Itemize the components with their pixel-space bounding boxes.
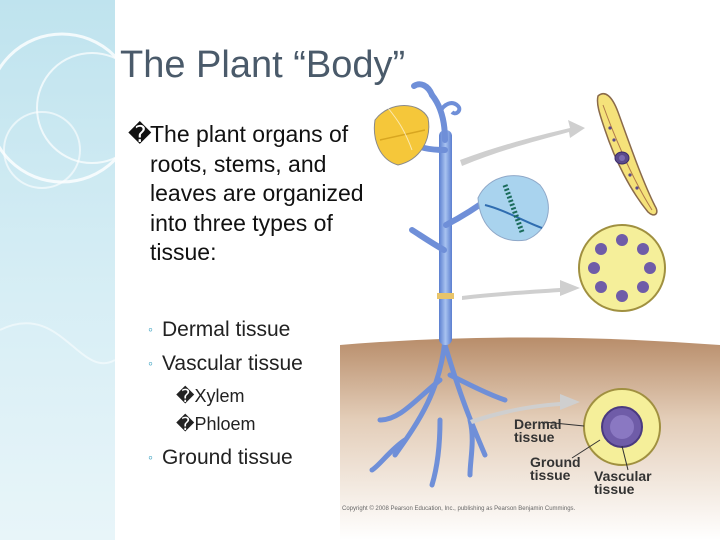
sub-bullet-ground: ◦ Ground tissue <box>148 446 293 470</box>
subsub-bullet-xylem: �Xylem <box>176 386 245 406</box>
label-line: Ground <box>530 454 581 470</box>
sub-bullet-dermal: ◦ Dermal tissue <box>148 318 290 342</box>
label-vascular-tissue: Vascular tissue <box>594 468 652 497</box>
label-line: tissue <box>530 467 571 483</box>
roots <box>369 337 508 488</box>
subsub-bullet-phloem: �Phloem <box>176 414 256 434</box>
label-ground-tissue: Ground tissue <box>530 454 581 483</box>
sub-bullet-vascular: ◦ Vascular tissue <box>148 352 303 376</box>
sub-bullet-marker: ◦ <box>148 321 153 337</box>
main-bullet: � The plant organs of roots, stems, and … <box>128 120 378 268</box>
slide-title: The Plant “Body” <box>120 44 406 86</box>
label-line: Vascular <box>594 468 652 484</box>
left-decorative-band <box>0 0 115 540</box>
label-line: Dermal <box>514 416 562 432</box>
bullet-marker: � <box>128 121 152 147</box>
sub-bullet-text: Vascular tissue <box>161 352 303 375</box>
label-line: tissue <box>514 429 555 445</box>
main-bullet-text: The plant organs of roots, stems, and le… <box>150 121 364 265</box>
sub-bullet-marker: ◦ <box>148 355 153 371</box>
stem <box>439 130 452 345</box>
label-dermal-tissue: Dermal tissue <box>514 416 562 445</box>
leaf-cross-section <box>596 92 658 216</box>
copyright-notice: Copyright © 2008 Pearson Education, Inc.… <box>342 506 576 512</box>
pointer-arrows <box>460 120 585 424</box>
root-cross-section <box>543 388 661 471</box>
sub-bullet-marker: ◦ <box>148 449 153 465</box>
label-line: tissue <box>594 481 635 497</box>
sub-bullet-text: Dermal tissue <box>161 318 291 341</box>
sub-bullet-text: Ground tissue <box>161 446 293 469</box>
stem-cross-section <box>578 224 666 312</box>
stem-cut-marker <box>437 293 454 299</box>
